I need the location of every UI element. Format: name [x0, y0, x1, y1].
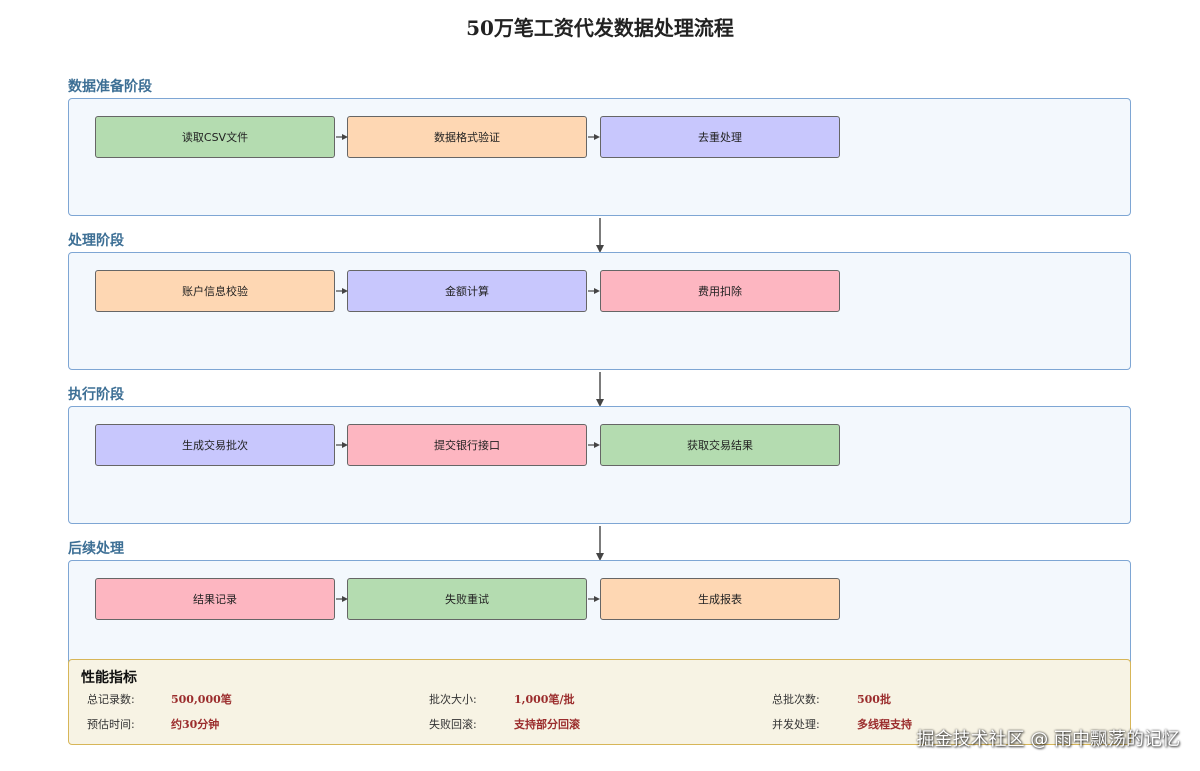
metric-label-total-batches: 总批次数:: [772, 693, 820, 706]
metric-value-batch-size: 1,000笔/批: [514, 693, 575, 706]
node-read-csv: 读取CSV文件: [95, 116, 335, 158]
node-gen-batch: 生成交易批次: [95, 424, 335, 466]
node-fee-deduct: 费用扣除: [600, 270, 840, 312]
stage-label-data-prep: 数据准备阶段: [68, 79, 152, 95]
arrow-down-icon: [596, 372, 604, 407]
stage-box-execution: 生成交易批次 提交银行接口 获取交易结果: [68, 406, 1131, 524]
performance-title: 性能指标: [81, 670, 137, 686]
arrow-right-icon: [336, 134, 348, 140]
stage-label-processing: 处理阶段: [68, 233, 124, 249]
metric-label-total-records: 总记录数:: [87, 693, 135, 706]
arrow-down-icon: [596, 218, 604, 253]
metric-value-concurrency: 多线程支持: [857, 718, 912, 731]
stage-label-execution: 执行阶段: [68, 387, 124, 403]
stage-box-processing: 账户信息校验 金额计算 费用扣除: [68, 252, 1131, 370]
watermark: 掘金技术社区 @ 雨中飘荡的记忆: [916, 729, 1180, 750]
arrow-right-icon: [336, 442, 348, 448]
metric-label-concurrency: 并发处理:: [772, 718, 820, 731]
arrow-right-icon: [588, 442, 600, 448]
node-retry-failed: 失败重试: [347, 578, 587, 620]
metric-value-total-batches: 500批: [857, 693, 891, 706]
arrow-right-icon: [588, 596, 600, 602]
metric-label-rollback: 失败回滚:: [429, 718, 477, 731]
metric-value-rollback: 支持部分回滚: [514, 718, 580, 731]
metric-label-estimated-time: 预估时间:: [87, 718, 135, 731]
node-record-result: 结果记录: [95, 578, 335, 620]
metric-value-estimated-time: 约30分钟: [171, 718, 220, 731]
stage-box-data-prep: 读取CSV文件 数据格式验证 去重处理: [68, 98, 1131, 216]
node-submit-bank: 提交银行接口: [347, 424, 587, 466]
performance-panel: 性能指标 总记录数: 500,000笔 批次大小: 1,000笔/批 总批次数:…: [68, 659, 1131, 745]
metric-value-total-records: 500,000笔: [171, 693, 232, 706]
metric-label-batch-size: 批次大小:: [429, 693, 477, 706]
node-gen-report: 生成报表: [600, 578, 840, 620]
node-dedupe: 去重处理: [600, 116, 840, 158]
arrow-right-icon: [336, 596, 348, 602]
arrow-down-icon: [596, 526, 604, 561]
arrow-right-icon: [588, 288, 600, 294]
node-account-check: 账户信息校验: [95, 270, 335, 312]
node-amount-calc: 金额计算: [347, 270, 587, 312]
arrow-right-icon: [588, 134, 600, 140]
diagram-title: 50万笔工资代发数据处理流程: [466, 16, 734, 40]
arrow-right-icon: [336, 288, 348, 294]
node-fetch-result: 获取交易结果: [600, 424, 840, 466]
stage-box-post: 结果记录 失败重试 生成报表: [68, 560, 1131, 678]
stage-label-post: 后续处理: [68, 541, 124, 557]
node-format-validate: 数据格式验证: [347, 116, 587, 158]
